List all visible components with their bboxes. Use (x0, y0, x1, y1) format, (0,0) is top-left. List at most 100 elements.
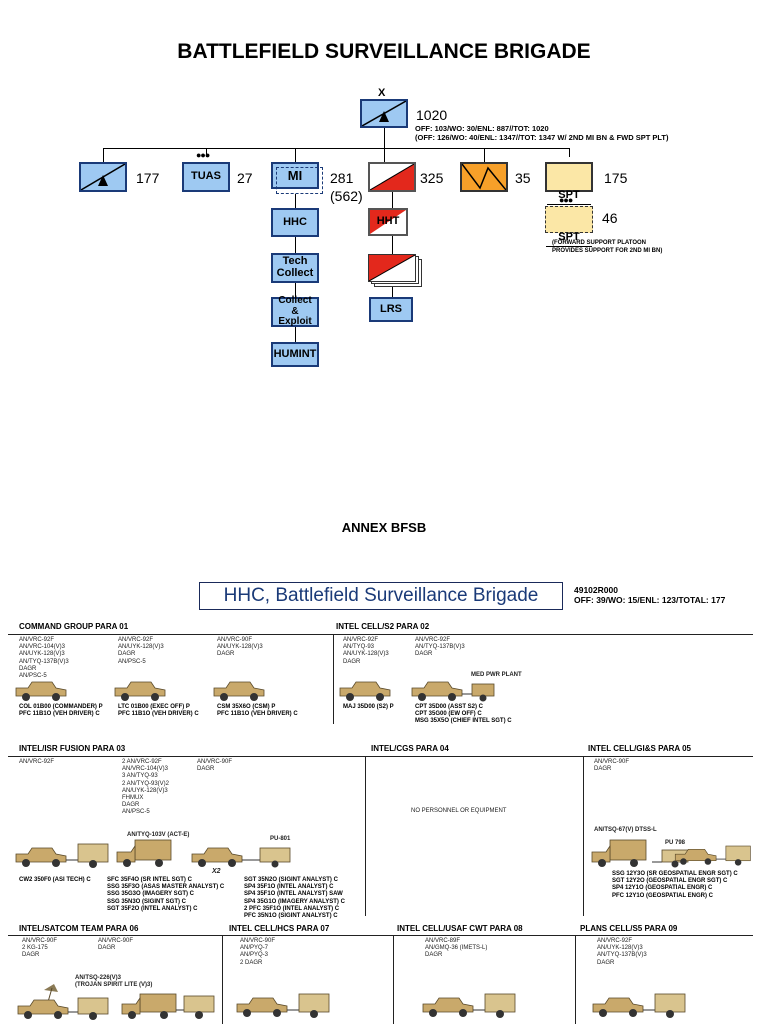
s2-equipment-1: AN/VRC-92F AN/TYQ-93 AN/UYK-128(V)3 DAGR (343, 637, 389, 665)
fusion-equipment-1: AN/VRC-92F (19, 759, 55, 765)
annex-title: ANNEX BFSB (341, 520, 427, 535)
hhc-unit-symbol[interactable]: HHC (271, 208, 319, 237)
humvee-icon (339, 681, 391, 701)
row3-divider-1 (222, 935, 223, 1024)
s2-personnel-2: CPT 35D00 (ASST S2) C CPT 35G00 (EW OFF)… (415, 704, 512, 725)
recon-unit-symbol[interactable] (79, 162, 127, 192)
fusion-personnel-3: SGT 35N2O (SIGINT ANALYST) C SP4 35F1O (… (244, 877, 345, 919)
humint-unit-symbol[interactable]: HUMINT (271, 342, 319, 367)
cmd-personnel-3: CSM 35X6O (CSM) P PFC 11B1O (VEH DRIVER)… (217, 704, 298, 718)
humvee-icon (114, 681, 166, 701)
row1-divider (333, 634, 334, 724)
humvee-icon (213, 681, 265, 701)
fusion-quantity-label: X2 (212, 868, 221, 875)
cavalry-troop-stack[interactable] (368, 254, 422, 287)
spt-platoon-label: SPT (546, 230, 592, 247)
row2-rule (8, 756, 753, 757)
cmd-personnel-2: LTC 01B00 (EXEC OFF) P PFC 11B1O (VEH DR… (118, 704, 199, 718)
hcs-equipment-1: AN/VRC-90F AN/PYQ-7 AN/PYQ-3 2 DAGR (240, 938, 276, 966)
s2-med-pwr-plant: MED PWR PLANT (471, 672, 522, 678)
cavalry-icon (370, 210, 406, 234)
section-plans-s5: PLANS CELL/S5 PARA 09 (580, 924, 678, 933)
section-intel-hcs: INTEL CELL/HCS PARA 07 (229, 924, 330, 933)
tuas-unit-symbol[interactable]: TUAS (182, 162, 230, 192)
lrs-unit-symbol[interactable]: LRS (369, 297, 413, 322)
section-intel-gis: INTEL CELL/GI&S PARA 05 (588, 744, 691, 753)
connector-horizontal (103, 148, 570, 149)
connector-cav-sub (392, 192, 393, 297)
fusion-equipment-2: 2 AN/VRC-92F AN/VRC-104(V)3 3 AN/TYQ-93 … (122, 759, 170, 816)
connector-cav (384, 148, 385, 162)
spt-platoon-symbol[interactable]: SPT (545, 206, 593, 247)
connector-hq-down (384, 128, 385, 148)
recon-strength: 177 (136, 170, 160, 186)
cavalry-icon (370, 164, 414, 190)
fusion-pu-label: PU-801 (270, 836, 291, 842)
section-intel-s2: INTEL CELL/S2 PARA 02 (336, 622, 430, 631)
row1-rule (8, 634, 753, 635)
hq-echelon: X (378, 87, 386, 99)
gis-personnel-1: SSG 12Y3O (SR GEOSPATIAL ENGR SGT) C SGT… (612, 871, 738, 899)
s2-personnel-1: MAJ 35D00 (S2) P (343, 704, 394, 710)
hq-strength: 1020 (416, 107, 448, 123)
hht-unit-symbol[interactable]: HHT (368, 208, 408, 236)
cgs-note: NO PERSONNEL OR EQUIPMENT (411, 808, 507, 814)
hhc-title: HHC, Battlefield Surveillance Brigade (199, 582, 563, 610)
tuas-strength: 27 (237, 170, 253, 186)
section-satcom: INTEL/SATCOM TEAM PARA 06 (19, 924, 139, 933)
collect-exploit-unit-symbol[interactable]: Collect & Exploit (271, 296, 319, 327)
cwt-equipment-1: AN/VRC-89F AN/GMQ-36 (IMETS-L) DAGR (425, 938, 488, 959)
humvee-with-trailer-icon (422, 993, 516, 1018)
spt-unit-symbol[interactable]: SPT (545, 162, 593, 205)
cmd-equipment-2: AN/VRC-92F AN/UYK-128(V)3 DAGR AN/PSC-5 (118, 637, 164, 665)
signal-unit-symbol[interactable] (460, 162, 508, 192)
signal-lightning-icon (462, 164, 506, 190)
satcom-equipment-1: AN/VRC-90F 2 KG-175 DAGR (22, 938, 58, 959)
page-title: BATTLEFIELD SURVEILLANCE BRIGADE (177, 40, 591, 63)
mi-unit-symbol[interactable]: MI (271, 162, 319, 189)
section-isr-fusion: INTEL/ISR FUSION PARA 03 (19, 744, 126, 753)
hhc-totals: OFF: 39/WO: 15/ENL: 123/TOTAL: 177 (574, 594, 726, 605)
hq-note1: OFF: 103/WO: 30/ENL: 887//TOT: 1020 (415, 124, 549, 133)
shelter-humvee-with-trailer-icon (121, 993, 215, 1019)
cavalry-strength: 325 (420, 170, 444, 186)
cavalry-unit-symbol[interactable] (368, 162, 416, 192)
row2-divider-2 (583, 756, 584, 916)
humvee-with-generator-icon (411, 681, 495, 702)
cavalry-icon (369, 255, 415, 281)
connector-tuas (206, 148, 207, 157)
hhc-code: 49102R000 OFF: 39/WO: 15/ENL: 123/TOTAL:… (574, 585, 726, 606)
section-usaf-cwt: INTEL CELL/USAF CWT PARA 08 (397, 924, 523, 933)
humvee-with-trailer-icon (592, 993, 686, 1018)
section-intel-cgs: INTEL/CGS PARA 04 (371, 744, 449, 753)
hht-label: HHT (376, 215, 400, 228)
fusion-tyq-label: AN/TYQ-103V (ACT-E) (127, 832, 190, 838)
satcom-equipment-2: AN/VRC-90F DAGR (98, 938, 134, 952)
gis-pu-label: PU 798 (665, 840, 686, 846)
humvee-with-trailer-icon (674, 845, 751, 866)
connector-recon (103, 148, 104, 162)
recon-surveillance-icon (362, 101, 406, 126)
hq-unit-symbol[interactable] (360, 99, 408, 128)
s2-equipment-2: AN/VRC-92F AN/TYQ-137B(V)3 DAGR (415, 637, 465, 658)
hhc-code-number: 49102R000 (574, 585, 618, 595)
tech-collect-unit-symbol[interactable]: Tech Collect (271, 253, 319, 283)
fusion-personnel-1: CW2 350F0 (ASI TECH) C (19, 877, 91, 883)
platoon-echelon-icon: ●●● (196, 150, 210, 160)
mi-strength-alt: (562) (330, 188, 363, 204)
shelter-humvee-icon (116, 839, 172, 867)
cmd-equipment-3: AN/VRC-90F AN/UYK-128(V)3 DAGR (217, 637, 263, 658)
section-command-group: COMMAND GROUP PARA 01 (19, 622, 129, 631)
humvee-with-trailer-icon (236, 993, 330, 1018)
cmd-personnel-1: COL 01B00 (COMMANDER) P PFC 11B1O (VEH D… (19, 704, 103, 718)
signal-strength: 35 (515, 170, 531, 186)
spt-strength: 175 (604, 170, 628, 186)
satcom-tsq-label: AN/TSQ-226(V)3 (TROJAN SPIRIT LITE (V)3) (75, 975, 153, 989)
row3-divider-2 (393, 935, 394, 1024)
spt-platoon-strength: 46 (602, 210, 618, 226)
platoon-echelon-icon: ●●● (559, 195, 573, 205)
gis-tsq-label: AN/TSQ-67(V) DTSS-L (594, 827, 657, 833)
row3-rule (8, 935, 753, 936)
fusion-personnel-2: SFC 35F4O (SR INTEL SGT) C SSG 35F3O (AS… (107, 877, 225, 912)
satcom-humvee-icon (17, 984, 109, 1020)
